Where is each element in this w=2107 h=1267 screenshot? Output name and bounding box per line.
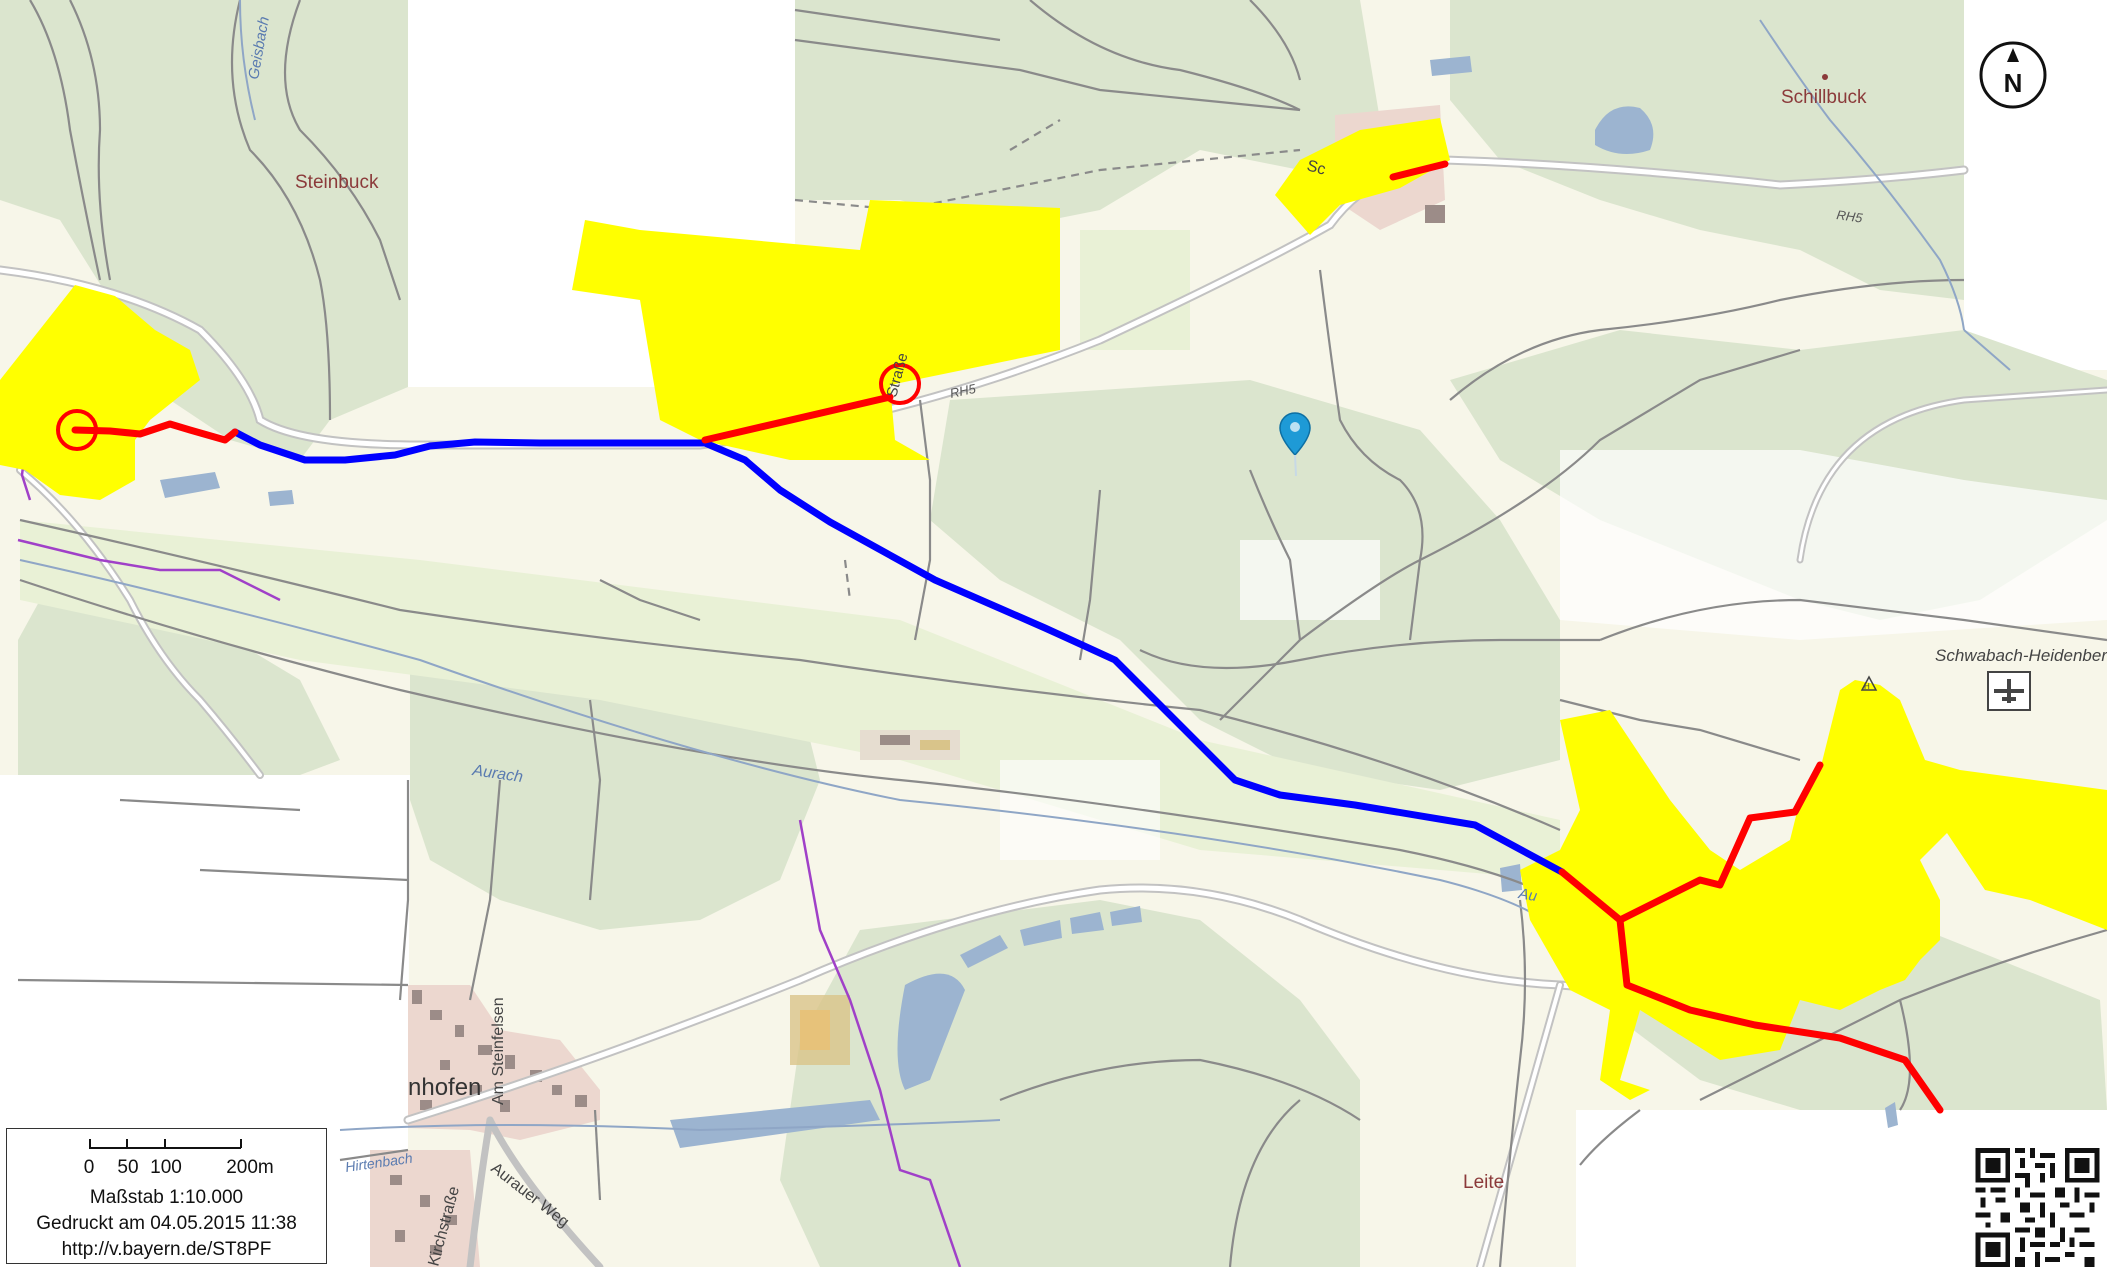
scale-tick-0: 0 [83, 1157, 95, 1178]
summit-dot-icon [1822, 74, 1828, 80]
route-red [71, 160, 1944, 1114]
qr-code-icon [1975, 1148, 2100, 1267]
svg-text:H: H [1864, 682, 1870, 691]
location-marker-icon[interactable] [1279, 412, 1311, 477]
airfield-icon [1987, 671, 2031, 711]
print-date: Gedruckt am 04.05.2015 11:38 [36, 1213, 297, 1234]
route-circles [56, 363, 921, 451]
scale-ratio: Maßstab 1:10.000 [89, 1187, 244, 1208]
label-rh5-a: RH5 [949, 381, 978, 401]
map-url: http://v.bayern.de/ST8PF [61, 1239, 272, 1260]
scale-tick-50: 50 [117, 1157, 139, 1178]
streams [19, 0, 2011, 1132]
route-blue [231, 428, 1566, 876]
scale-tick-200: 200m [226, 1157, 274, 1178]
scale-tick-100: 100 [150, 1157, 182, 1178]
label-village-fragment: nhofen [408, 1074, 481, 1101]
north-label: N [2004, 68, 2023, 98]
scale-bar: 0 50 100 200m [7, 1129, 326, 1178]
scale-info-box: 0 50 100 200m Maßstab 1:10.000 Gedruckt … [6, 1128, 327, 1264]
label-aurach-short: Au [1516, 885, 1539, 905]
highlighted-areas [0, 118, 2107, 1100]
north-arrow-icon: N [1979, 41, 2047, 109]
label-sch-fragment: Sc [1305, 157, 1327, 178]
label-airfield: Schwabach-Heidenberg [1935, 646, 2107, 665]
label-rh5-b: RH5 [1836, 207, 1865, 226]
label-am-steinfelsen: Am Steinfelsen [490, 997, 507, 1105]
label-steinbuck: Steinbuck [295, 172, 379, 193]
label-schillbuck: Schillbuck [1781, 87, 1867, 108]
paths [17, 0, 2107, 1267]
label-leite: Leite [1463, 1172, 1504, 1193]
heliport-icon: H [1860, 675, 1878, 691]
road-network [0, 155, 2107, 1267]
